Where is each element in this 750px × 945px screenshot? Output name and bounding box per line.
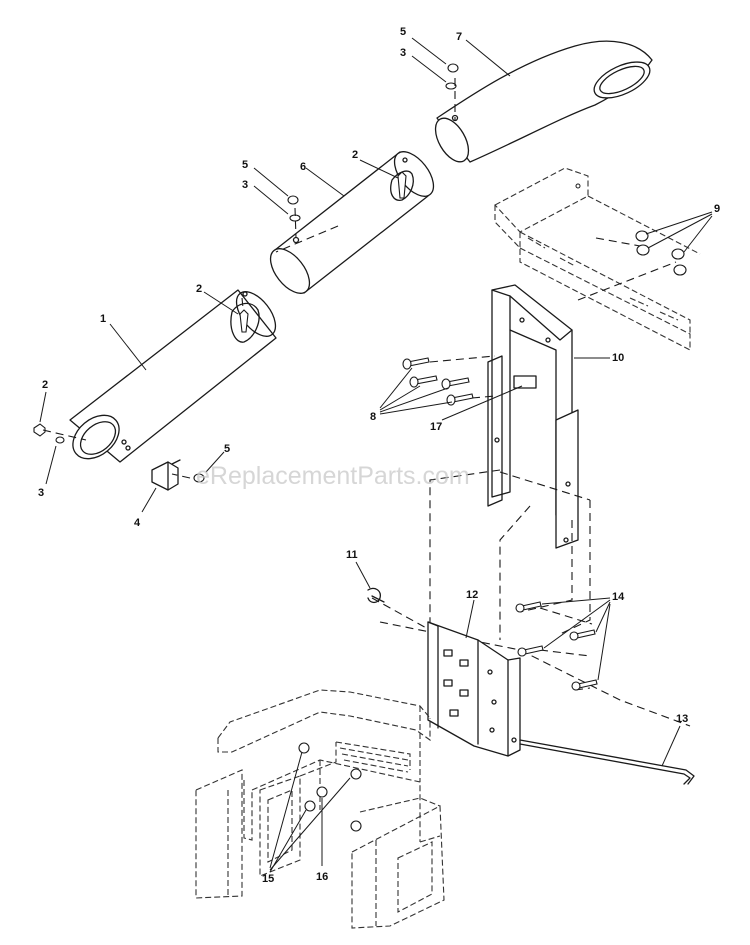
part-9-nuts[interactable]: [635, 230, 687, 276]
part-3-washers[interactable]: [55, 82, 457, 444]
part-2-bolts[interactable]: [33, 171, 407, 437]
callout-12: 12: [466, 589, 478, 601]
part-10-mounting-plate[interactable]: [487, 284, 579, 549]
callout-17: 17: [430, 421, 442, 433]
callout-2-lower: 2: [196, 283, 202, 295]
leader-lines: [39, 37, 713, 873]
part-14-bolts[interactable]: [515, 601, 598, 691]
callout-10: 10: [612, 352, 624, 364]
callout-labels: 1 2 2 2 3 3 3 4 5 5 5 6 7 8 9 10 11 12 1…: [38, 26, 720, 885]
part-1-lower-tube[interactable]: [65, 285, 284, 468]
callout-3-middle: 3: [242, 179, 248, 191]
part-9-frame-bracket[interactable]: [494, 167, 701, 351]
callout-14: 14: [612, 591, 625, 603]
callout-6: 6: [300, 161, 306, 173]
tractor-frame: [195, 689, 445, 929]
callout-15: 15: [262, 873, 274, 885]
callout-2-middle: 2: [352, 149, 358, 161]
callout-4: 4: [134, 517, 141, 529]
callout-8: 8: [370, 411, 376, 423]
callout-5-top: 5: [400, 26, 406, 38]
part-13-rod[interactable]: [519, 739, 695, 785]
part-7-chute-elbow[interactable]: [429, 40, 655, 167]
callout-13: 13: [676, 713, 688, 725]
bolt-2-c: [33, 423, 46, 437]
callout-5-clip: 5: [224, 443, 230, 455]
callout-3-end: 3: [38, 487, 44, 499]
assembly-lines: [42, 78, 691, 727]
part-5-nuts[interactable]: [193, 63, 459, 483]
part-15-nuts[interactable]: [298, 742, 362, 832]
callout-1: 1: [100, 313, 106, 325]
callout-2-end: 2: [42, 379, 48, 391]
bolt-2-a: [397, 171, 407, 199]
callout-9: 9: [714, 203, 720, 215]
callout-5-middle: 5: [242, 159, 248, 171]
watermark: eReplacementParts.com: [196, 462, 470, 490]
bolt-2-b: [239, 309, 249, 333]
part-4-clip[interactable]: [151, 459, 181, 491]
callout-3-top: 3: [400, 47, 406, 59]
part-8-bolts[interactable]: [402, 357, 474, 406]
part-16-nut[interactable]: [316, 786, 328, 798]
part-12-adapter-plate[interactable]: [427, 621, 521, 757]
callout-7: 7: [456, 31, 462, 43]
part-11-clip-pin[interactable]: [367, 587, 385, 604]
callout-16: 16: [316, 871, 328, 883]
part-6-middle-tube[interactable]: [263, 145, 441, 300]
callout-11: 11: [346, 549, 358, 561]
